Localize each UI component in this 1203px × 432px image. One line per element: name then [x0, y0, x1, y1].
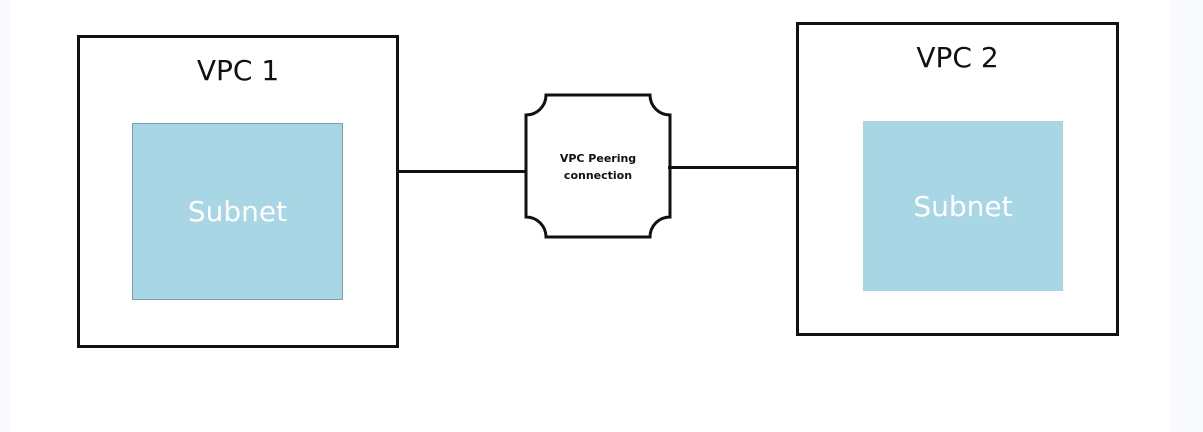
vpc-1-peering-link — [399, 170, 529, 173]
vpc-1-box: VPC 1 Subnet — [77, 35, 399, 348]
peering-connection-shape — [524, 93, 672, 239]
vpc-1-subnet: Subnet — [132, 123, 343, 300]
vpc-1-subnet-label: Subnet — [187, 195, 288, 228]
vpc-2-subnet-label: Subnet — [913, 189, 1013, 223]
vpc-1-title: VPC 1 — [196, 54, 280, 87]
vpc-2-box: VPC 2 Subnet — [796, 22, 1119, 336]
diagram-canvas: VPC 1 Subnet VPC Peering connection VPC … — [10, 0, 1170, 432]
vpc-2-peering-link — [668, 166, 797, 169]
peering-connection-label: VPC Peering connection — [559, 151, 637, 182]
vpc-2-title: VPC 2 — [916, 41, 999, 74]
peering-connection-outline — [524, 93, 672, 239]
vpc-2-subnet: Subnet — [863, 121, 1063, 291]
